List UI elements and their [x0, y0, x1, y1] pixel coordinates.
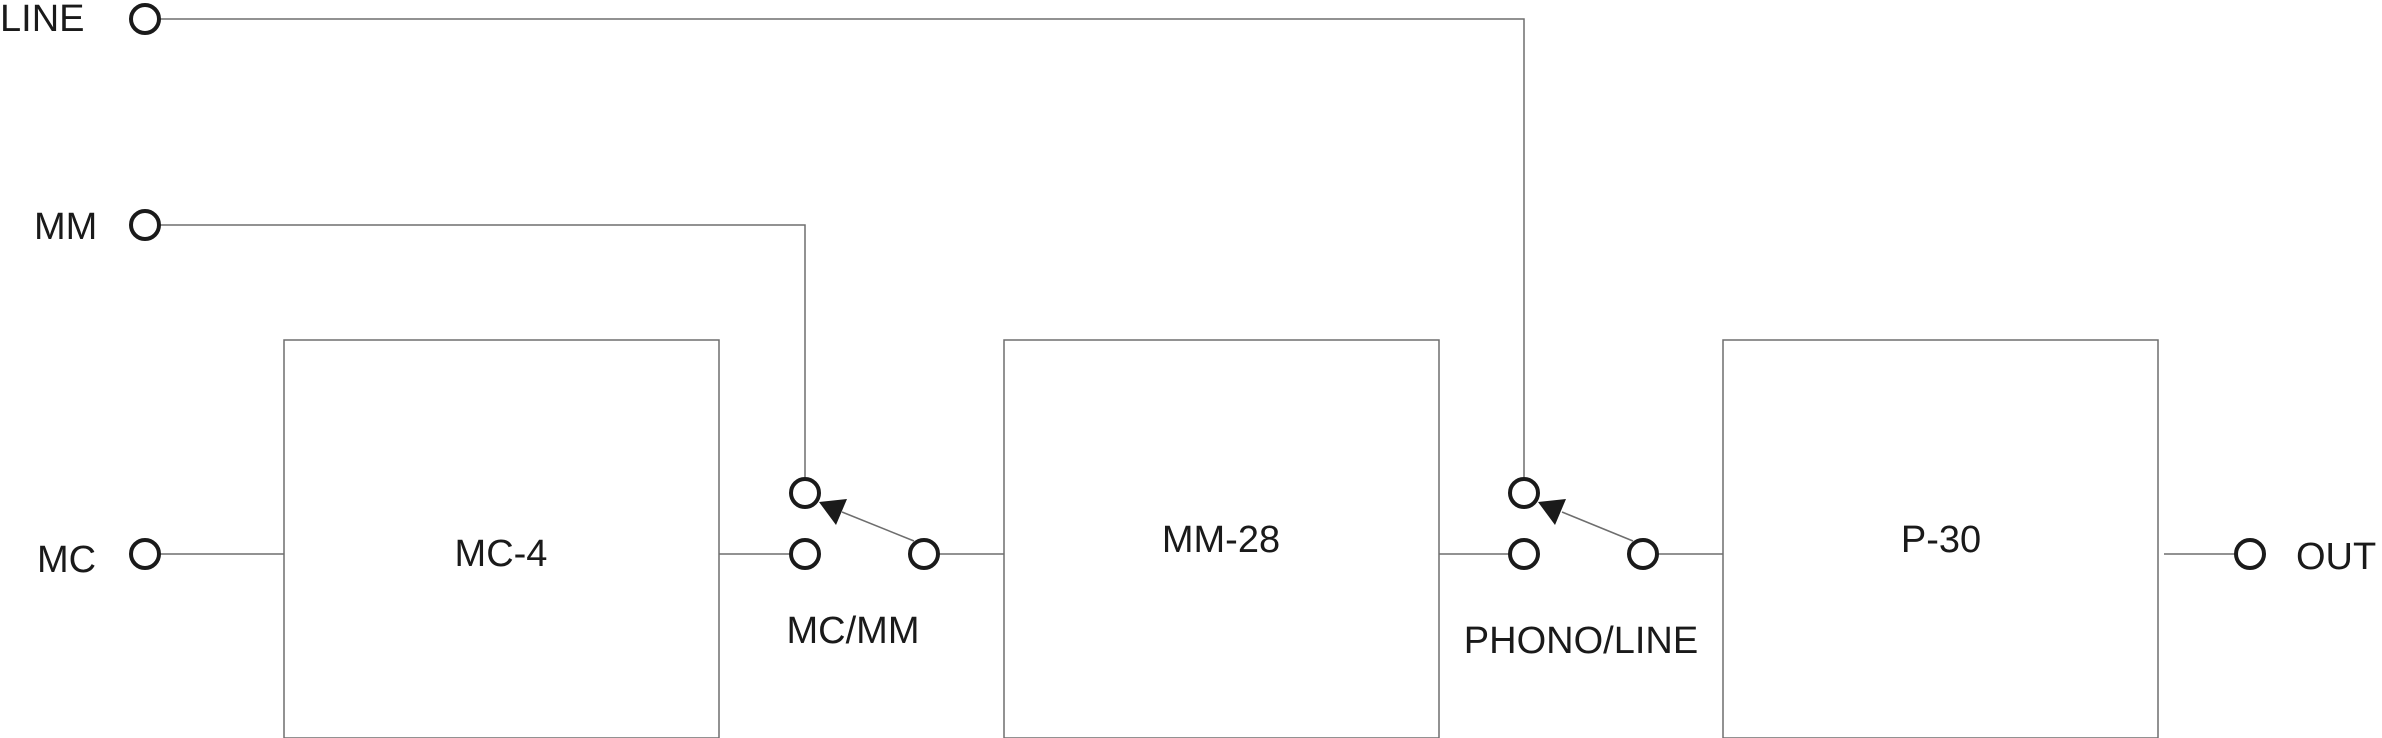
output-label: OUT	[2296, 536, 2376, 578]
block-mc-stage: MC-4	[283, 339, 720, 738]
line-input-terminal	[129, 3, 161, 35]
mm-input-wire	[154, 224, 806, 477]
wires	[154, 18, 2236, 555]
switch-source-label: PHONO/LINE	[1464, 620, 1698, 662]
block-line-stage: P-30	[1722, 339, 2159, 738]
switch-source-common	[1627, 538, 1659, 570]
line-input-label: LINE	[0, 0, 84, 40]
switch-cartridge-select: MC/MM	[787, 499, 920, 652]
mc-input-terminal	[129, 538, 161, 570]
block-mm-stage-label: MM-28	[1162, 519, 1280, 561]
switch-cartridge-arrow-icon	[819, 499, 847, 525]
block-line-stage-label: P-30	[1901, 519, 1981, 561]
mm-input-label: MM	[34, 206, 97, 248]
output-terminal	[2234, 538, 2266, 570]
switch-source-arrow-icon	[1538, 499, 1566, 525]
switch-source-phono-contact	[1508, 538, 1540, 570]
terminals	[129, 3, 2266, 570]
switch-cartridge-label: MC/MM	[787, 610, 920, 652]
mm-input-terminal	[129, 209, 161, 241]
block-mm-stage: MM-28	[1003, 339, 1440, 738]
switch-cartridge-mc-contact	[789, 538, 821, 570]
switch-cartridge-lever	[841, 511, 915, 542]
switch-source-line-contact	[1508, 477, 1540, 509]
block-line-stage-frame	[1722, 339, 2159, 738]
switch-source-select: PHONO/LINE	[1464, 499, 1698, 662]
line-input-wire	[154, 18, 1525, 477]
terminal-labels: LINE MM MC OUT	[0, 0, 2376, 581]
block-mc-stage-label: MC-4	[455, 533, 548, 575]
block-mc-stage-frame	[283, 339, 720, 738]
block-mm-stage-frame	[1003, 339, 1440, 738]
switch-cartridge-common	[908, 538, 940, 570]
switch-source-lever	[1561, 511, 1634, 542]
mc-input-label: MC	[37, 539, 96, 581]
switch-cartridge-mm-contact	[789, 477, 821, 509]
